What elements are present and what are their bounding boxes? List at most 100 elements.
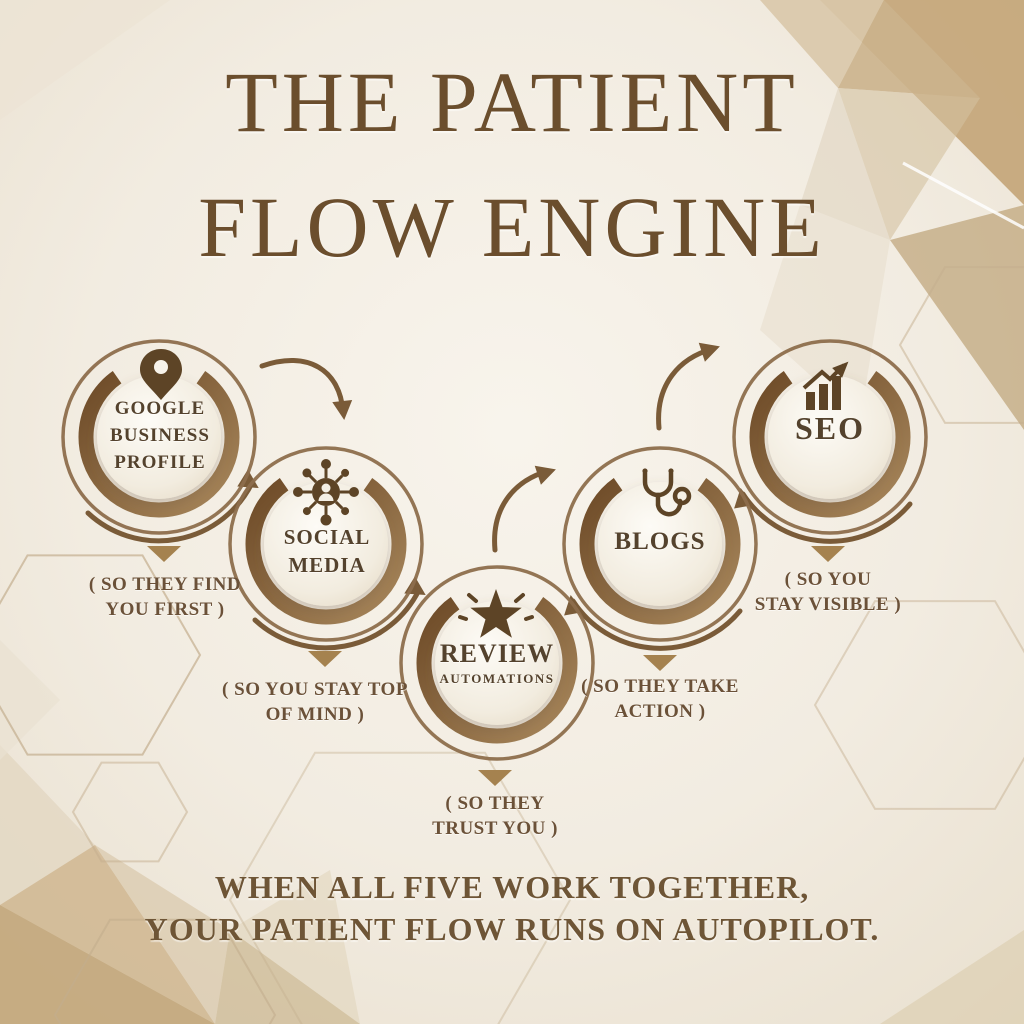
caption-review-automations: ( SO THEY TRUST YOU ) [385, 791, 605, 841]
node-label-social-media: SOCIAL MEDIA [251, 524, 403, 579]
node-seo [732, 339, 928, 535]
arrowhead [534, 465, 556, 485]
caption-line: STAY VISIBLE ) [754, 594, 902, 616]
mosaic-triangle [838, 0, 980, 98]
progress-arc [245, 478, 407, 625]
pointer-triangle [643, 655, 677, 671]
caption-line: YOU FIRST ) [105, 599, 225, 621]
caption-line: ( SO YOU STAY TOP [222, 679, 408, 700]
label-line: AUTOMATIONS [439, 670, 555, 686]
footer-line: WHEN ALL FIVE WORK TOGETHER, [214, 869, 810, 905]
caption-blogs: ( SO THEY TAKE ACTION ) [550, 674, 770, 724]
outer-ring [61, 339, 257, 535]
label-line: MEDIA [288, 552, 366, 577]
label-line: SOCIAL [283, 525, 371, 549]
pointer-triangle [308, 651, 342, 667]
label-line: BUSINESS [110, 424, 210, 446]
outer-ring [228, 446, 424, 642]
arrow-blogs-to-seo [656, 346, 715, 431]
footer-line: YOUR PATIENT FLOW RUNS ON AUTOPILOT. [144, 911, 880, 948]
hexagon-outline [0, 554, 202, 756]
progress-arc [78, 371, 240, 518]
hexagon-outline [898, 266, 1024, 424]
growth-chart-icon [802, 361, 849, 410]
inner-disc [264, 482, 388, 606]
arrowhead [332, 400, 353, 420]
progress-arc [416, 597, 578, 744]
mosaic-facet [760, 205, 890, 420]
node-blogs [562, 446, 758, 642]
node-label-review-automations: REVIEW AUTOMATIONS [412, 639, 582, 686]
pointer-triangle [147, 546, 181, 562]
label-line: GOOGLE [114, 398, 206, 419]
mosaic-triangle [95, 845, 230, 1024]
arrow-swoosh-seo [740, 491, 913, 544]
title-line: THE PATIENT [225, 54, 799, 150]
caption-line: ( SO THEY FIND [88, 574, 242, 595]
arrow-review-to-blogs [492, 468, 551, 553]
caption-pointers [147, 546, 845, 786]
outer-ring [562, 446, 758, 642]
hexagon-outline [53, 918, 277, 1024]
label-line: SEO [794, 410, 866, 446]
arrow-swoosh-social [252, 587, 422, 651]
outer-ring [732, 339, 928, 535]
caption-line: ( SO THEY [445, 793, 545, 814]
hexagon-pattern [0, 266, 1024, 1024]
caption-line: ACTION ) [614, 701, 706, 723]
arrow-gbp-to-social [259, 358, 346, 415]
hexagon-outline [813, 600, 1024, 810]
node-label-google-business-profile: GOOGLE BUSINESS PROFILE [84, 396, 236, 477]
location-pin-icon [140, 349, 182, 400]
star-icon [458, 589, 534, 638]
inner-disc [768, 375, 892, 499]
stethoscope-icon [642, 468, 692, 517]
arrow-swoosh-blogs [570, 598, 743, 651]
progress-arc [579, 478, 741, 625]
caption-line: OF MIND ) [265, 704, 365, 726]
inner-disc [435, 601, 559, 725]
mosaic-triangle [0, 905, 215, 1024]
node-label-blogs: BLOGS [585, 528, 735, 556]
page-title: THE PATIENT FLOW ENGINE [0, 40, 1024, 289]
node-google-business-profile [61, 339, 257, 535]
caption-google-business-profile: ( SO THEY FIND YOU FIRST ) [55, 572, 275, 622]
inner-disc [598, 482, 722, 606]
mosaic-triangle [880, 930, 1024, 1024]
mosaic-triangle [0, 745, 95, 905]
caption-social-media: ( SO YOU STAY TOP OF MIND ) [205, 677, 425, 727]
label-line: BLOGS [614, 528, 706, 555]
hexagon-outline [71, 761, 189, 863]
progress-arc [749, 371, 911, 518]
outer-ring [399, 565, 595, 761]
social-network-icon [293, 459, 359, 526]
mosaic-triangle [215, 930, 360, 1024]
node-review-automations [399, 565, 595, 761]
mosaic-triangle [890, 205, 1024, 430]
mosaic-triangle [0, 845, 215, 1024]
mosaic-triangle [0, 640, 60, 760]
mosaic-triangle [760, 0, 884, 88]
mosaic-triangle [800, 88, 890, 240]
caption-line: ( SO YOU [784, 569, 872, 590]
mosaic-triangle [0, 0, 170, 120]
caption-line: TRUST YOU ) [432, 818, 558, 840]
mosaic-triangle [838, 88, 980, 240]
label-line: PROFILE [114, 451, 206, 473]
pointer-triangle [811, 546, 845, 562]
caption-seo: ( SO YOU STAY VISIBLE ) [718, 567, 938, 617]
node-social-media [228, 446, 424, 642]
hexagon-outline [228, 751, 572, 1024]
arrowhead [698, 342, 720, 362]
mosaic-triangle [230, 870, 360, 1024]
pointer-triangle [478, 770, 512, 786]
title-line: FLOW ENGINE [198, 178, 826, 275]
node-label-seo: SEO [755, 410, 905, 447]
accent-line [902, 161, 1024, 230]
label-line: REVIEW [439, 639, 555, 668]
closing-statement: WHEN ALL FIVE WORK TOGETHER, YOUR PATIEN… [0, 866, 1024, 950]
inner-disc [97, 375, 221, 499]
